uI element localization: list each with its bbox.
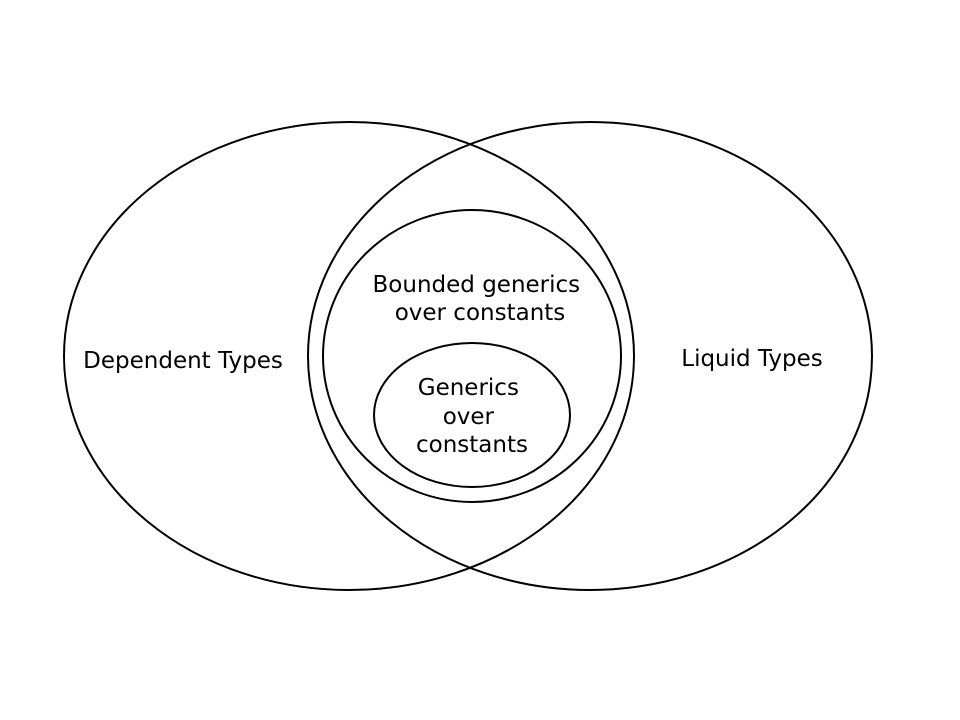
generics-over-constants-label-line: constants xyxy=(416,432,528,458)
generics-over-constants-label-line: over xyxy=(443,404,495,430)
bounded-generics-label-line: over constants xyxy=(395,300,566,326)
dependent-types-label: Dependent Types xyxy=(83,348,283,374)
generics-over-constants-label: Generics over constants xyxy=(416,375,528,458)
liquid-types-label: Liquid Types xyxy=(681,346,823,372)
bounded-generics-label: Bounded generics over constants xyxy=(373,272,588,326)
bounded-generics-ellipse xyxy=(322,209,622,503)
dependent-types-ellipse xyxy=(63,121,635,591)
bounded-generics-label-line: Bounded generics xyxy=(373,272,581,298)
generics-over-constants-ellipse xyxy=(373,342,571,488)
liquid-types-ellipse xyxy=(307,121,873,591)
generics-over-constants-label-line: Generics xyxy=(418,375,519,401)
